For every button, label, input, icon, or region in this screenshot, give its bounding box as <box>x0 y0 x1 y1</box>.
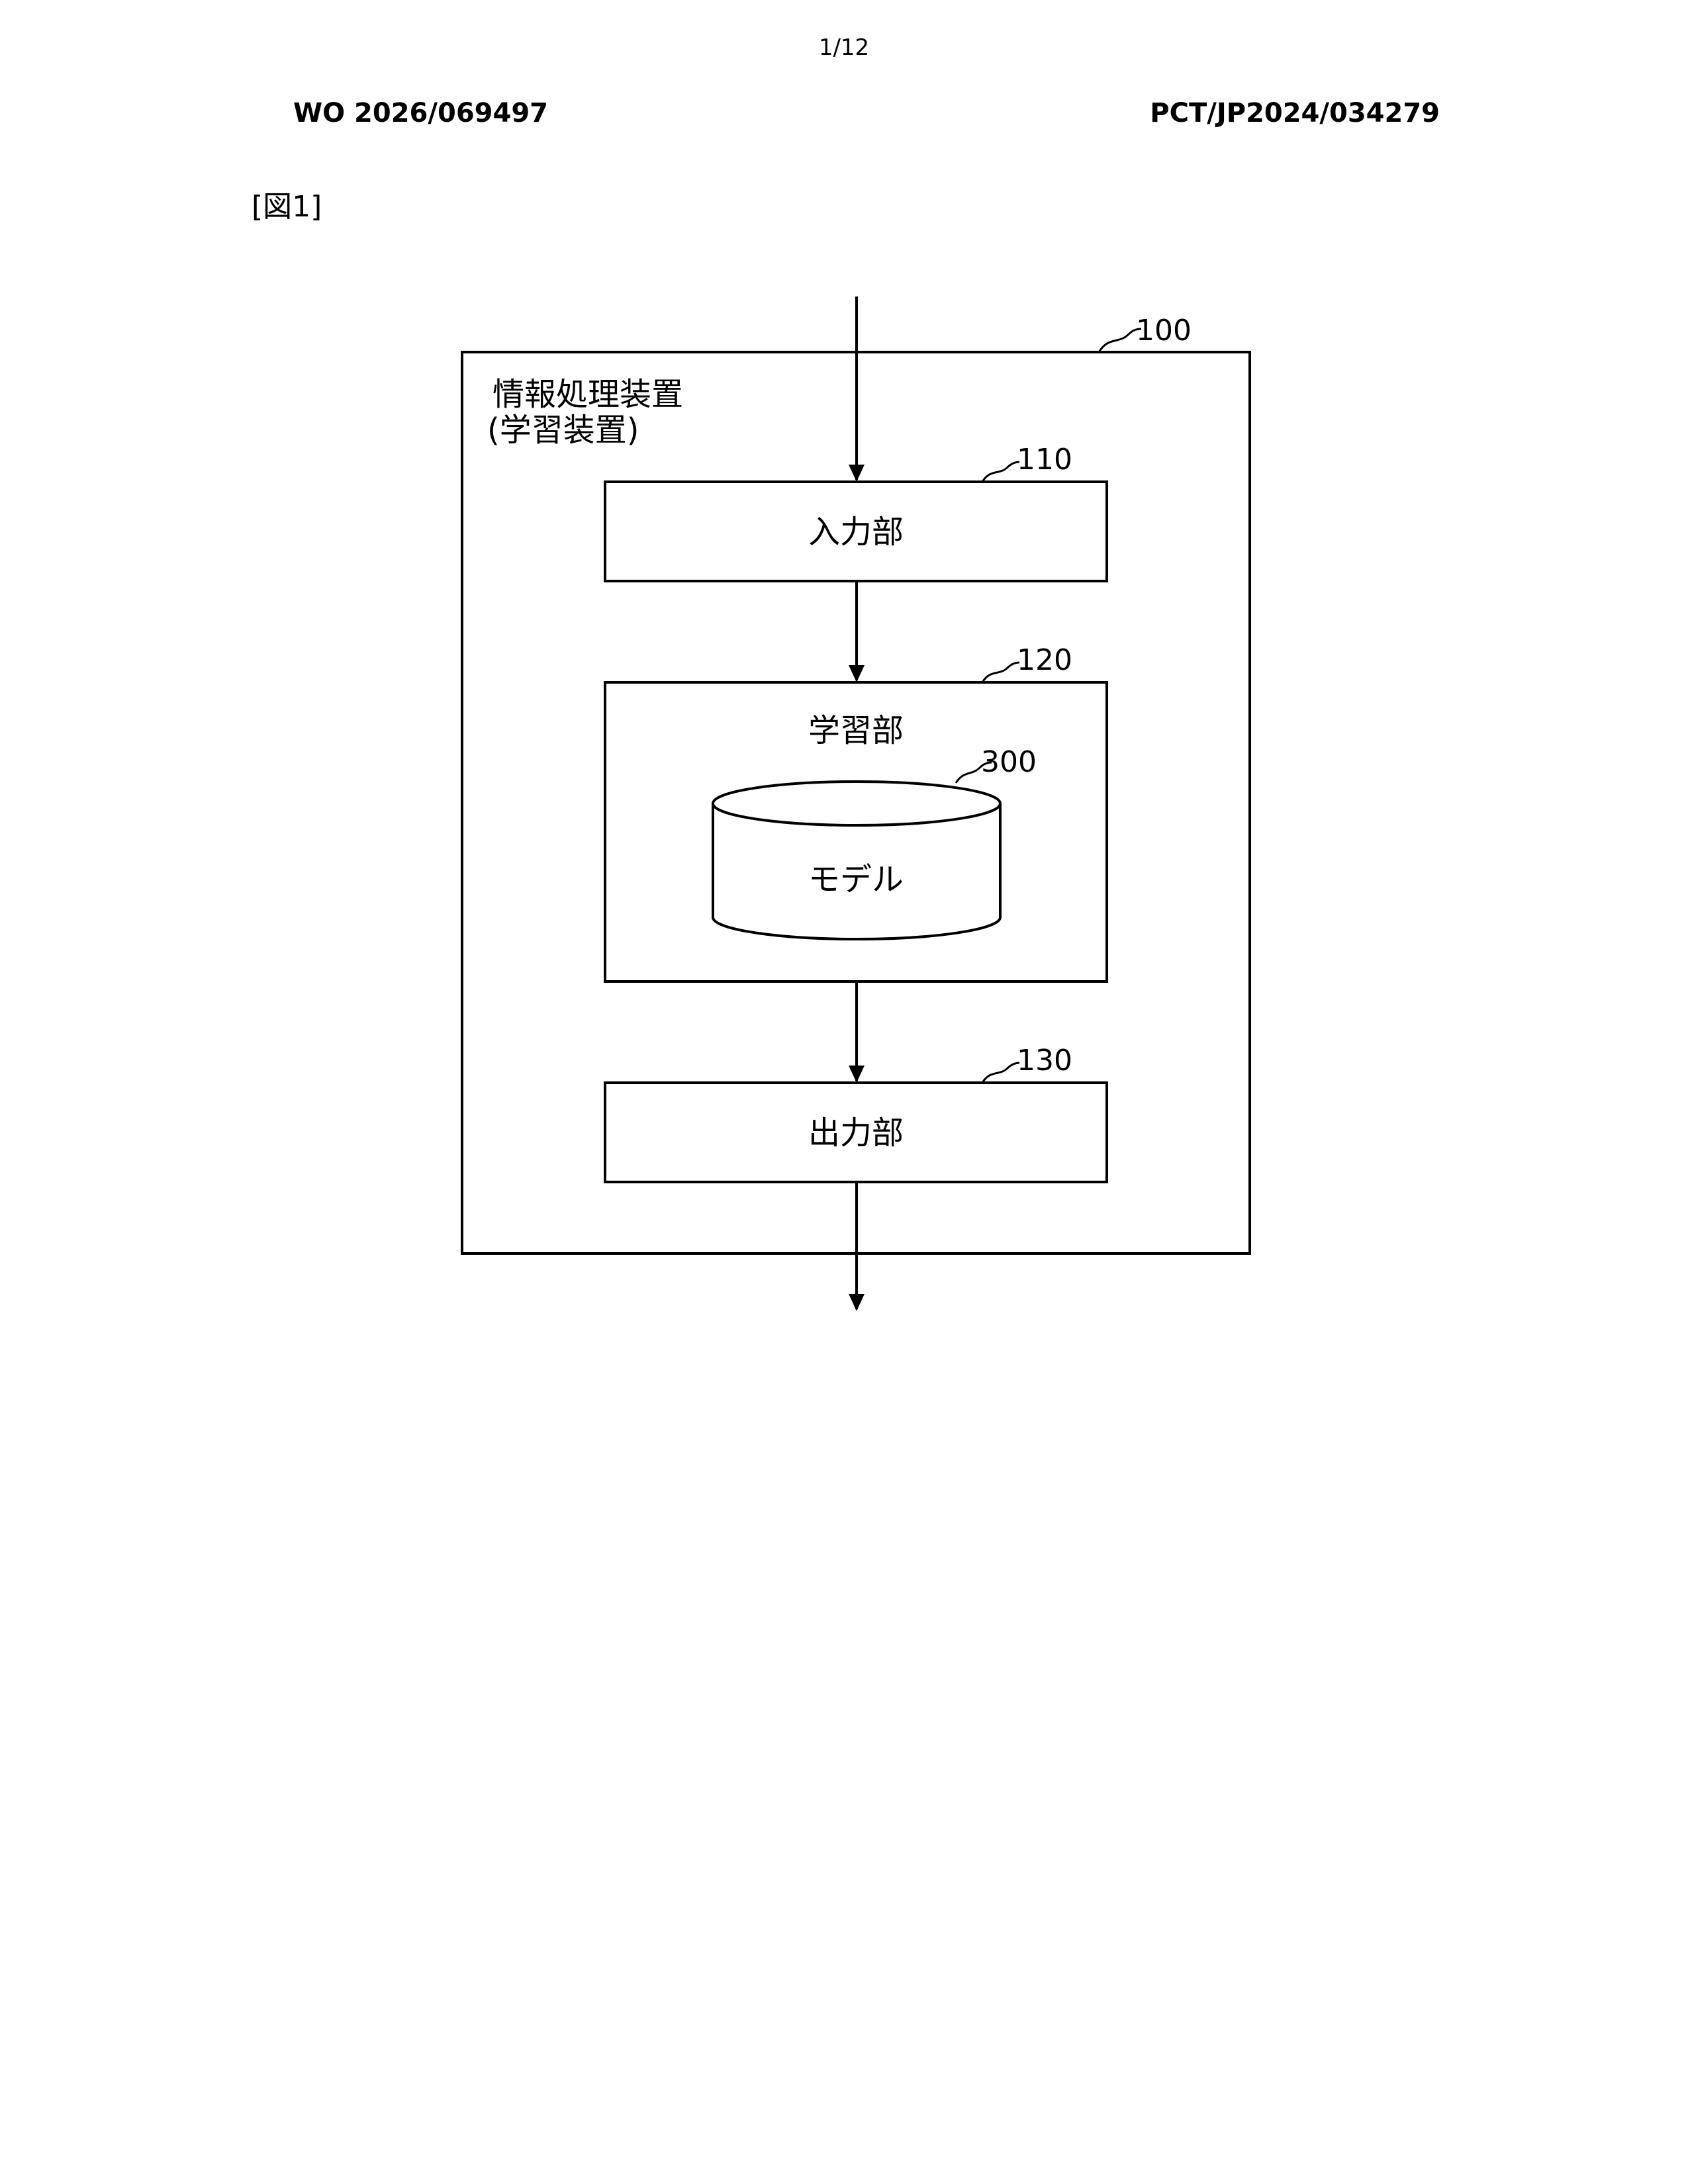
device-ref: 100 <box>1136 314 1192 347</box>
learning-unit-label: 学習部 <box>808 712 904 749</box>
model-label: モデル <box>808 861 904 898</box>
learning-unit-ref: 120 <box>1017 643 1072 677</box>
output-unit-label: 出力部 <box>808 1115 904 1152</box>
device-title-line1: 情報処理装置 <box>492 376 683 413</box>
model-ref: 300 <box>981 745 1037 779</box>
device-ref-leader <box>1099 329 1141 352</box>
model-cylinder <box>713 782 1000 939</box>
input-unit-ref: 110 <box>1017 443 1072 477</box>
output-unit-ref: 130 <box>1017 1044 1072 1077</box>
device-title-line2: (学習装置) <box>487 412 639 449</box>
learning-unit-ref-leader <box>982 662 1019 682</box>
input-unit-label: 入力部 <box>808 514 904 551</box>
input-unit-ref-leader <box>982 462 1019 482</box>
output-unit-ref-leader <box>982 1063 1019 1083</box>
